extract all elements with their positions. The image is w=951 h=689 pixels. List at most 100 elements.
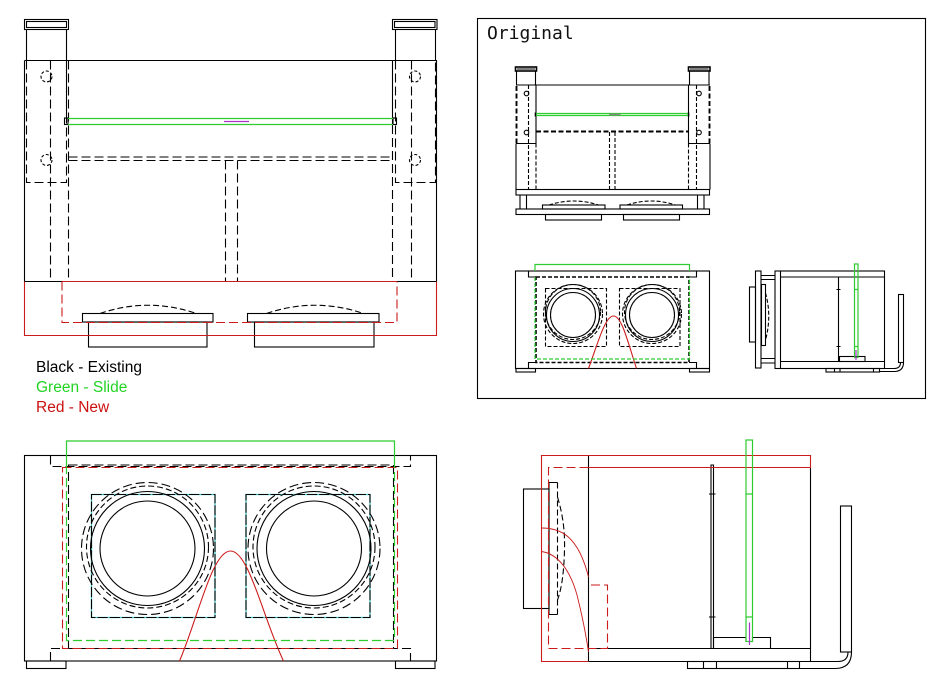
side-feet-dividers xyxy=(702,661,789,669)
bolt-hole-left-lower xyxy=(40,153,53,167)
speaker-front-right xyxy=(245,481,381,619)
side-handle-bend xyxy=(799,651,853,670)
orig-front-speaker-gasket-left xyxy=(544,283,602,341)
bolt-hole-left-upper xyxy=(40,70,53,83)
speaker-frame-left xyxy=(90,493,216,619)
post-cap-left xyxy=(23,18,70,31)
original-panel-label: Original xyxy=(487,23,574,44)
speaker-frame-right-centerline xyxy=(245,493,371,619)
orig-slide-bar xyxy=(536,112,688,117)
center-divider-hidden xyxy=(224,160,239,281)
orig-slide-bar-ends xyxy=(534,112,690,117)
orig-speaker-flange-right xyxy=(619,204,684,210)
top-view-modified xyxy=(23,18,438,348)
orig-front-speaker-cone-right xyxy=(628,291,676,339)
orig-side-slide-bracket xyxy=(838,355,866,363)
post-hidden-lines xyxy=(49,60,413,281)
side-speaker-cone-hidden xyxy=(556,496,566,601)
orig-front-body xyxy=(514,270,711,370)
side-slide xyxy=(745,439,754,643)
front-foot-left xyxy=(25,660,67,670)
original-top-view xyxy=(514,66,711,221)
side-slide-ticks xyxy=(746,493,753,618)
side-port-curve-lower xyxy=(541,551,589,653)
speaker-magnet-left xyxy=(87,321,208,348)
front-bottom-rail-hidden xyxy=(49,647,412,661)
original-side-view xyxy=(748,263,905,373)
slide-bar-end-right xyxy=(392,117,398,126)
bracket-right-hidden xyxy=(394,60,437,184)
speaker-gasket-left-hidden xyxy=(85,485,210,609)
post-cap-right xyxy=(391,18,438,31)
original-panel: Original xyxy=(476,17,927,400)
orig-speaker-magnet-left xyxy=(544,213,603,221)
front-port-new xyxy=(178,550,284,662)
speaker-flange-right xyxy=(246,312,380,323)
orig-side-feet xyxy=(825,367,881,373)
speaker-surround-left xyxy=(89,490,206,607)
front-slide-outline xyxy=(65,440,396,465)
speaker-front-left xyxy=(80,481,216,619)
speaker-cone-right xyxy=(265,500,363,597)
orig-center-divider-hidden xyxy=(608,132,616,189)
side-baffle-board xyxy=(709,464,716,649)
original-panel-border xyxy=(476,17,927,400)
orig-posts xyxy=(515,71,710,85)
post-cap-right-inner xyxy=(393,20,436,29)
legend-new: Red - New xyxy=(36,399,110,416)
orig-front-foot-left xyxy=(515,367,537,373)
speaker-gasket-right-hidden xyxy=(252,485,376,609)
crossmember-hidden xyxy=(68,156,393,162)
orig-bolt-hole-left-lower xyxy=(523,129,530,136)
bracket-left-hidden xyxy=(25,60,68,184)
front-inner-hidden xyxy=(67,464,395,650)
side-view-modified xyxy=(522,439,853,670)
orig-speaker-magnet-right xyxy=(622,213,681,221)
orig-bottom-plate xyxy=(515,188,711,196)
legend-slide: Green - Slide xyxy=(36,379,127,396)
side-handle xyxy=(839,505,853,653)
orig-speaker-flange-left xyxy=(541,204,606,210)
orig-post-hidden-lines xyxy=(527,85,698,189)
speaker-magnet-right xyxy=(253,321,375,348)
front-slide-hidden xyxy=(65,465,396,642)
orig-side-feet-dividers xyxy=(833,368,875,372)
orig-side-speaker-cone-hidden xyxy=(764,292,770,341)
slide-bar-end-left xyxy=(63,117,69,126)
orig-front-speaker-gasket-right xyxy=(623,283,681,341)
side-new-hidden xyxy=(547,466,609,650)
new-base-hidden xyxy=(61,281,398,324)
orig-side-baffle-board xyxy=(836,277,841,361)
orig-front-inner-hidden xyxy=(535,276,690,364)
orig-front-port-new xyxy=(587,315,638,369)
orig-side-handle xyxy=(897,293,905,364)
speaker-frame-right xyxy=(245,493,371,619)
orig-side-slide-ticks xyxy=(854,288,858,348)
orig-front-speaker-surround-left xyxy=(545,287,601,343)
orig-front-bottom-rail xyxy=(527,361,698,369)
orig-speaker-cone-right-hidden xyxy=(626,200,676,206)
original-front-view xyxy=(514,263,711,373)
orig-base-plate xyxy=(515,208,711,216)
speaker-basket-left-hidden xyxy=(80,481,215,616)
speaker-surround-right xyxy=(256,490,372,607)
orig-front-foot-right xyxy=(688,367,711,373)
front-foot-right xyxy=(394,660,436,670)
speaker-basket-right-hidden xyxy=(247,481,381,616)
orig-body-outline xyxy=(515,84,711,190)
orig-side-speaker-housing xyxy=(760,283,767,347)
orig-bolt-hole-right-upper xyxy=(696,90,702,97)
orig-side-handle-bend xyxy=(879,362,905,373)
legend-existing: Black - Existing xyxy=(36,359,142,376)
orig-side-slide xyxy=(853,263,859,359)
slide-bar xyxy=(68,117,393,126)
orig-side-speaker-magnet xyxy=(748,286,757,343)
orig-post-cap-left xyxy=(514,66,538,72)
orig-post-cap-right xyxy=(687,66,711,72)
speaker-cone-left-hidden xyxy=(99,304,197,315)
new-base-outline xyxy=(23,280,438,337)
bolt-hole-right-lower xyxy=(408,153,422,167)
side-speaker-baffle xyxy=(548,481,558,616)
orig-side-baffle-rails xyxy=(761,274,775,364)
